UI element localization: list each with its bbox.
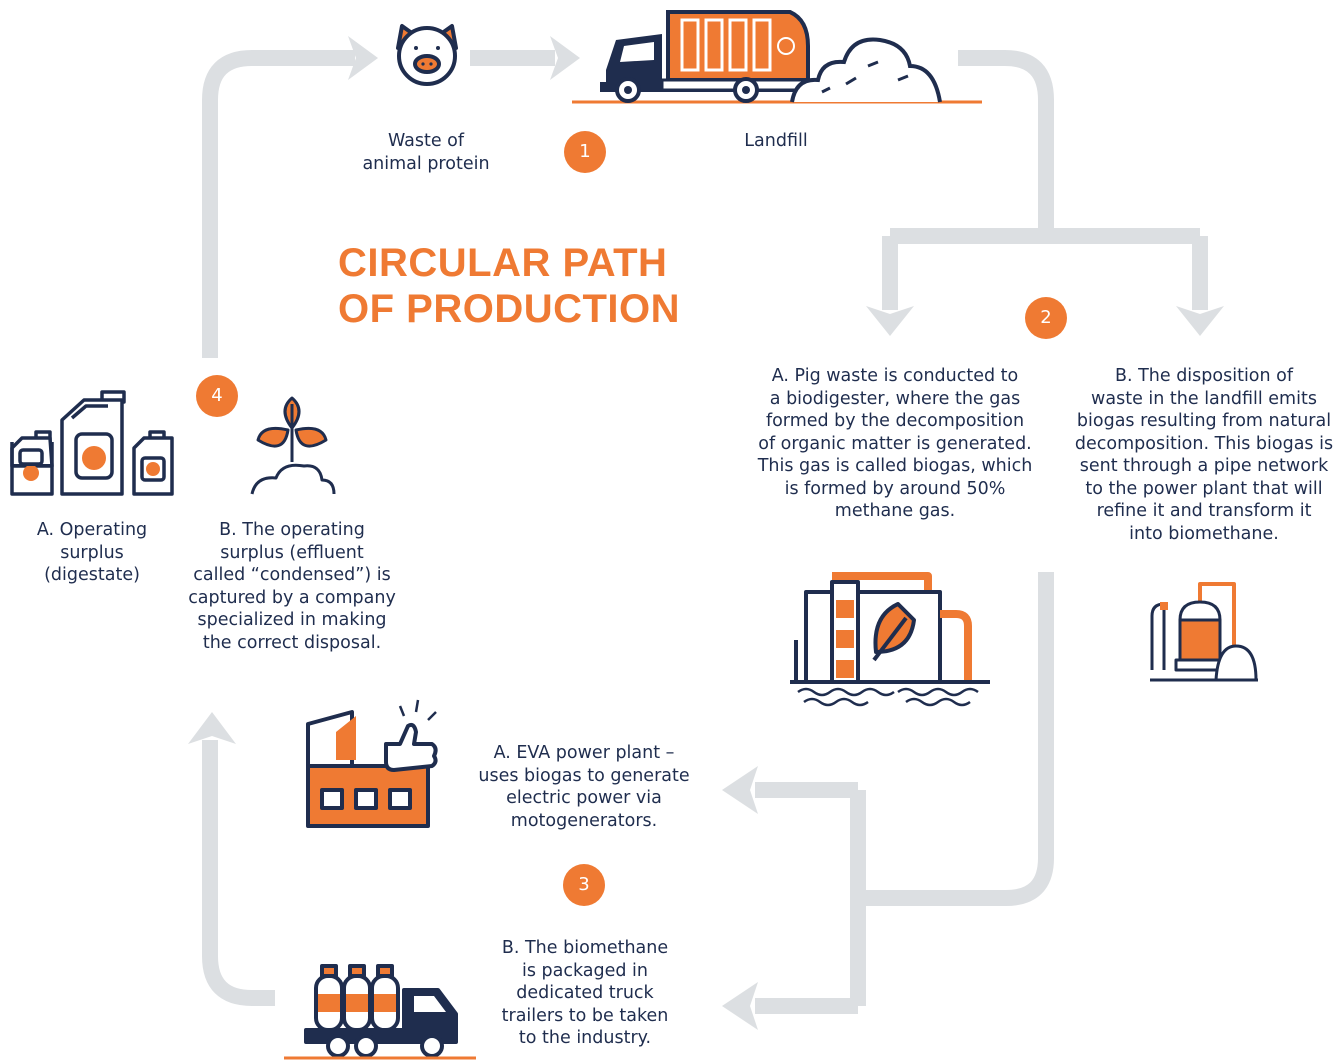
waste-line-1: Waste of [387,131,465,151]
plant-sprout-icon [250,396,336,495]
diagram-title: CIRCULAR PATH OF PRODUCTION [338,240,680,332]
step-2b-line: sent through a pipe network [1079,456,1329,476]
step-2b-line: biogas resulting from natural [1076,411,1332,431]
step-4b-line: surplus (effluent [220,542,364,563]
step-4b-line: specialized in making [197,610,387,630]
step-4b-line: the correct disposal. [202,632,382,653]
step-2a-line: This gas is called biogas, which [757,456,1033,476]
step-2a-line: a biodigester, where the gas [769,388,1021,409]
step-4a-line: A. Operating [36,520,148,540]
step-2a-line: of organic matter is generated. [758,433,1032,454]
step-2b-line: decomposition. This biogas is [1074,433,1334,454]
step-4a-line: surplus [60,542,124,563]
refinery-icon [1150,582,1258,682]
step-2a-line: A. Pig waste is conducted to [771,366,1019,386]
step-2a-line: formed by the decomposition [765,411,1025,431]
flow-path [202,50,1208,1014]
flow-arrows [188,36,1224,1030]
step-3b-line: is packaged in [521,960,649,981]
step-3a-line: A. EVA power plant – [493,743,675,763]
garbage-truck-icon [572,10,982,104]
title-line-1: CIRCULAR PATH [338,241,668,285]
arrow-up-4 [188,712,236,744]
step-3a-line: uses biogas to generate [478,765,690,786]
step-1-badge: 1 [564,131,606,173]
step-3b-text: B. The biomethane is packaged in dedicat… [480,937,690,1050]
step-4-badge: 4 [196,375,238,417]
arrow-left-3b [722,982,758,1030]
step-2b-line: B. The disposition of [1114,366,1294,386]
step-1-landfill-label: Landfill [744,131,808,151]
canisters-icon [10,390,174,496]
step-2a-text: A. Pig waste is conducted to a biodigest… [750,365,1040,523]
step-3-badge: 3 [563,864,605,906]
step-2b-line: waste in the landfill emits [1091,388,1317,409]
step-3b-line: to the industry. [518,1028,652,1048]
step-4b-text: B. The operating surplus (effluent calle… [172,519,412,654]
step-4b-line: called “condensed”) is [193,565,391,585]
factory-icon [306,699,438,828]
arrow-left-3a [722,766,758,814]
arrow-right-1 [348,36,378,80]
step-4a-line: (digestate) [44,565,140,585]
step-4a-text: A. Operating surplus (digestate) [22,519,162,587]
step-2a-line: is formed by around 50% [784,478,1006,499]
step-2b-line: into biomethane. [1129,523,1279,544]
step-3b-line: B. The biomethane [501,938,669,958]
step-2b-line: to the power plant that will [1085,478,1323,499]
step-2b-line: refine it and transform it [1096,501,1312,521]
step-2a-line: methane gas. [834,501,956,521]
step-3b-line: dedicated truck [516,983,654,1003]
waste-line-2: animal protein [362,153,490,174]
step-3a-text: A. EVA power plant – uses biogas to gene… [468,742,700,832]
pig-icon [396,24,458,86]
step-3b-line: trailers to be taken [501,1005,669,1026]
step-3a-line: motogenerators. [510,810,658,831]
arrow-right-2 [550,36,580,80]
arrow-down-2a [866,306,914,336]
gas-truck-icon [284,964,476,1060]
step-1-waste-label: Waste of animal protein [336,130,516,175]
step-4b-line: captured by a company [188,587,396,608]
biodigester-icon [790,572,990,707]
arrow-down-2b [1176,306,1224,336]
step-2-badge: 2 [1025,297,1067,339]
step-3a-line: electric power via [506,788,662,808]
title-line-2: OF PRODUCTION [338,287,681,331]
step-4b-line: B. The operating [219,520,365,540]
step-2b-text: B. The disposition of waste in the landf… [1070,365,1338,545]
